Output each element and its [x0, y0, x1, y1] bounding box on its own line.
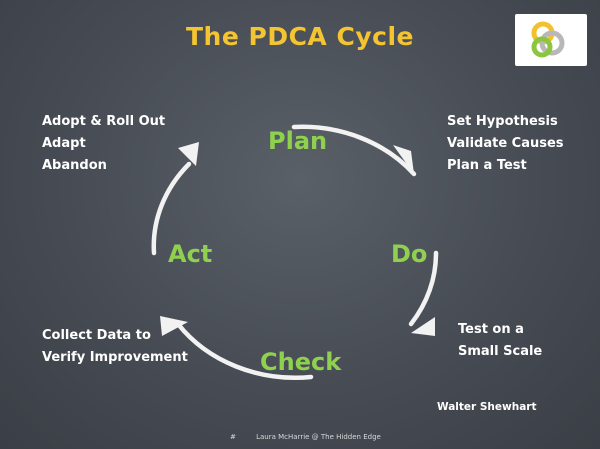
note-line: Validate Causes [447, 136, 564, 151]
note-line: Plan a Test [447, 158, 527, 173]
note-plan-actions: Set Hypothesis Validate Causes Plan a Te… [447, 111, 564, 177]
note-line: Adapt [42, 136, 86, 151]
note-line: Set Hypothesis [447, 114, 558, 129]
interlocking-rings-logo-icon [531, 21, 565, 58]
stage-plan: Plan [268, 127, 328, 155]
stage-do: Do [391, 240, 428, 268]
note-line: Abandon [42, 158, 107, 173]
note-do-actions: Test on a Small Scale [458, 319, 542, 363]
author-credit: Walter Shewhart [437, 401, 537, 413]
note-line: Small Scale [458, 344, 543, 359]
page-number: # [230, 433, 236, 441]
cycle-arc-do-to-check [408, 250, 439, 327]
stage-act: Act [168, 240, 213, 268]
note-line: Adopt & Roll Out [42, 114, 166, 129]
arrowhead-plan-icon [178, 142, 199, 166]
cycle-arc-check-to-act [175, 321, 314, 380]
footer: # Laura McHarrie @ The Hidden Edge [230, 433, 381, 441]
footer-credit: Laura McHarrie @ The Hidden Edge [256, 433, 381, 441]
page-title: The PDCA Cycle [186, 22, 414, 51]
cycle-arc-plan-to-do [291, 124, 417, 177]
note-line: Test on a [458, 322, 524, 337]
cycle-arc-act-to-plan [151, 161, 192, 256]
note-act-actions: Adopt & Roll Out Adapt Abandon [42, 111, 165, 177]
arrowhead-check-icon [411, 317, 435, 336]
arrowhead-do-icon [393, 145, 414, 174]
note-line: Verify Improvement [42, 350, 188, 365]
stage-check: Check [260, 348, 342, 376]
arrowhead-act-icon [160, 316, 188, 336]
note-check-actions: Collect Data to Verify Improvement [42, 325, 188, 369]
logo [515, 14, 587, 66]
note-line: Collect Data to [42, 328, 151, 343]
